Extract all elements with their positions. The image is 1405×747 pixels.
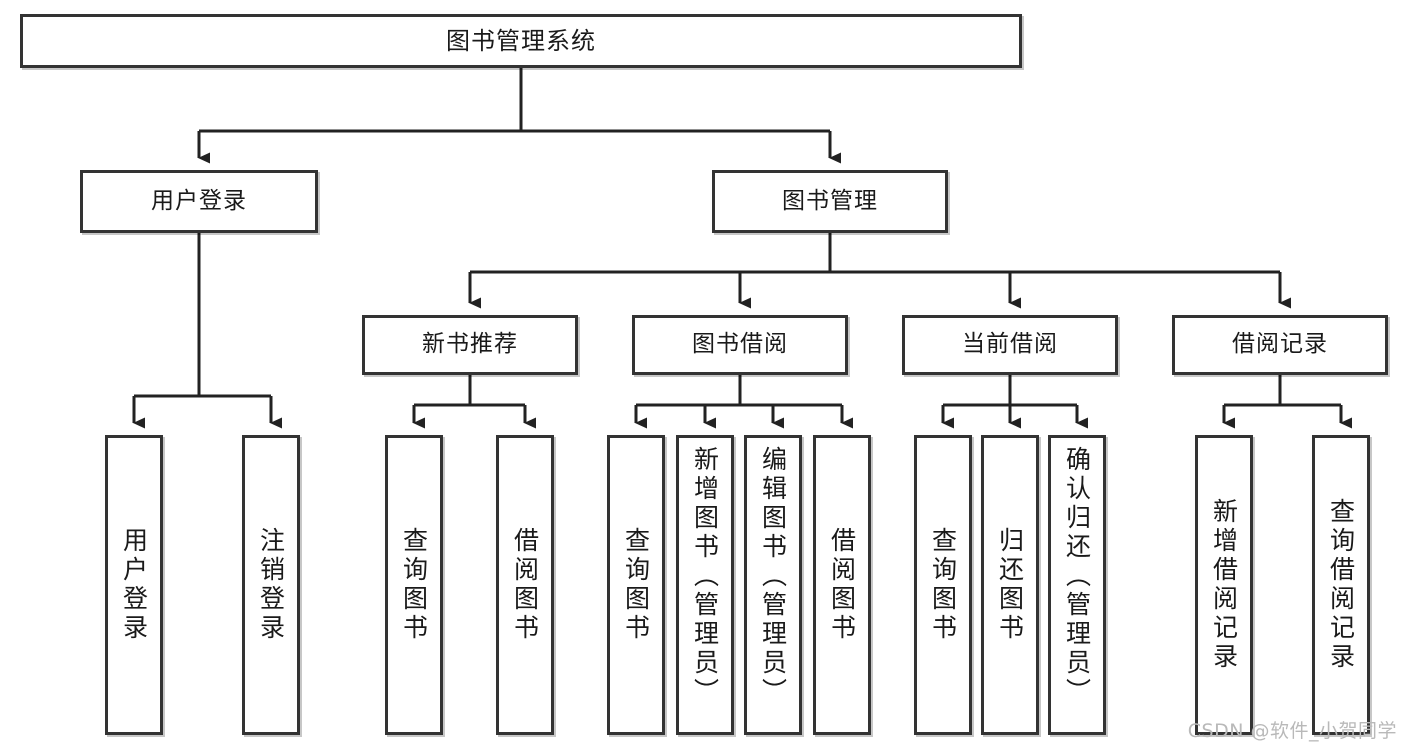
watermark-credit: CSDN @软件_小贺同学: [1187, 720, 1397, 742]
node-label: 编辑图书（管理员）: [758, 446, 788, 707]
node-book-management[interactable]: 图书管理: [712, 170, 948, 233]
node-label: 用户登录: [151, 187, 247, 214]
leaf-book-borrow-borrow[interactable]: 借阅图书: [813, 435, 871, 735]
node-current-borrow[interactable]: 当前借阅: [902, 315, 1118, 375]
node-label: 新增图书（管理员）: [690, 446, 720, 707]
node-label: 借阅记录: [1232, 331, 1328, 358]
leaf-user-login-signout[interactable]: 注销登录: [242, 435, 300, 735]
node-label: 图书管理: [782, 187, 878, 214]
node-label: 归还图书: [995, 527, 1025, 643]
leaf-current-borrow-confirm-return[interactable]: 确认归还（管理员）: [1048, 435, 1106, 735]
leaf-current-borrow-query[interactable]: 查询图书: [914, 435, 972, 735]
node-label: 新增借阅记录: [1209, 498, 1239, 672]
node-label: 查询图书: [399, 527, 429, 643]
node-root-system[interactable]: 图书管理系统: [20, 14, 1022, 68]
leaf-borrow-record-query[interactable]: 查询借阅记录: [1312, 435, 1370, 735]
node-label: 新书推荐: [422, 331, 518, 358]
node-borrow-record[interactable]: 借阅记录: [1172, 315, 1388, 375]
leaf-user-login-signin[interactable]: 用户登录: [105, 435, 163, 735]
leaf-new-book-borrow[interactable]: 借阅图书: [496, 435, 554, 735]
node-label: 当前借阅: [962, 331, 1058, 358]
leaf-new-book-query[interactable]: 查询图书: [385, 435, 443, 735]
leaf-book-borrow-add[interactable]: 新增图书（管理员）: [676, 435, 734, 735]
node-label: 图书管理系统: [446, 26, 596, 55]
leaf-current-borrow-return[interactable]: 归还图书: [981, 435, 1039, 735]
leaf-borrow-record-add[interactable]: 新增借阅记录: [1195, 435, 1253, 735]
node-label: 查询借阅记录: [1326, 498, 1356, 672]
node-label: 图书借阅: [692, 331, 788, 358]
node-user-login[interactable]: 用户登录: [80, 170, 318, 233]
node-label: 查询图书: [621, 527, 651, 643]
node-label: 用户登录: [119, 527, 149, 643]
node-label: 确认归还（管理员）: [1062, 446, 1092, 707]
leaf-book-borrow-query[interactable]: 查询图书: [607, 435, 665, 735]
leaf-book-borrow-edit[interactable]: 编辑图书（管理员）: [744, 435, 802, 735]
node-label: 注销登录: [256, 527, 286, 643]
node-new-book-recommend[interactable]: 新书推荐: [362, 315, 578, 375]
node-book-borrow[interactable]: 图书借阅: [632, 315, 848, 375]
node-label: 查询图书: [928, 527, 958, 643]
node-label: 借阅图书: [827, 527, 857, 643]
node-label: 借阅图书: [510, 527, 540, 643]
